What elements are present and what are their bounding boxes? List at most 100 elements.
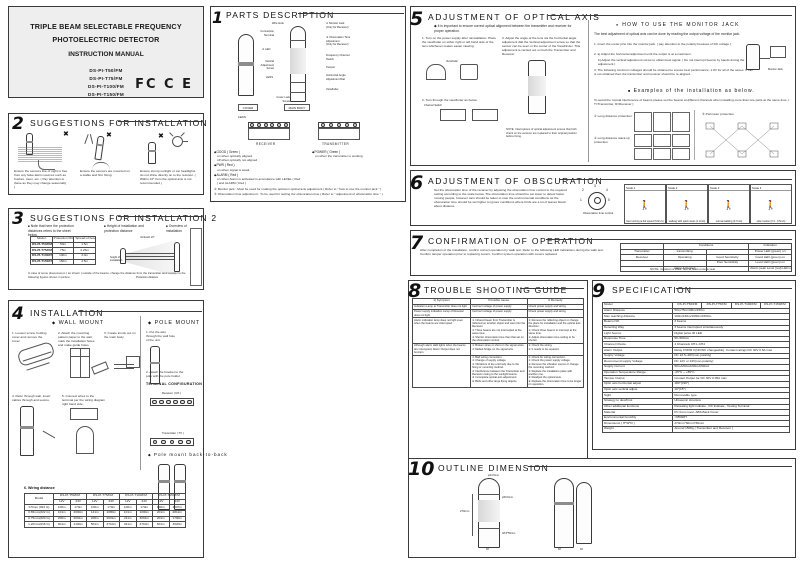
- beam-pair-cell: [634, 112, 652, 132]
- table-cell: Indication Lamp at Transmitter does not …: [411, 303, 472, 310]
- terminal-pin[interactable]: [180, 399, 185, 405]
- led-pin[interactable]: [329, 123, 333, 127]
- callout-cover-lock: Cover Lock Screw: [276, 96, 290, 103]
- parts-footnote-1: ② Monitor jack : Must be used for making…: [214, 187, 382, 192]
- terminal-pin[interactable]: [166, 399, 171, 405]
- wall-mount-figure-2: [64, 344, 110, 392]
- section-2-number: 2: [12, 114, 24, 134]
- parts-footnote-2: ③ Obscuration time adjustment : To be us…: [214, 191, 383, 196]
- terminal-pin[interactable]: [161, 439, 166, 445]
- terminal-pin[interactable]: [178, 439, 183, 445]
- column-header: Model: [24, 492, 54, 506]
- led-pin[interactable]: [276, 123, 281, 127]
- transmitter-terminal-block[interactable]: [150, 438, 194, 446]
- led-pin[interactable]: [345, 123, 349, 127]
- transmitter-led-block[interactable]: [318, 122, 360, 128]
- spec-label: Material: [601, 409, 674, 416]
- led-pin[interactable]: [270, 123, 275, 127]
- optical-axis-note-bottom: NOTE: Interruptions of optical adjustmen…: [506, 128, 577, 139]
- spec-value: 270mm*60mm*60mm: [672, 420, 790, 428]
- model-2: DS-PI-T100/FM: [87, 84, 125, 90]
- table-row: ① Bad wiring connection. ② Change of sup…: [411, 354, 585, 388]
- led-pin[interactable]: [337, 123, 341, 127]
- table-cell: ① Infrared beam from Transmitter is refl…: [470, 317, 528, 344]
- beam-pair-cell: [672, 147, 690, 160]
- terminal-transmitter-label: Transmitter ( TX ): [162, 431, 184, 435]
- table-cell: 150m: [51, 258, 75, 266]
- perimeter-diagram-svg: [705, 122, 779, 158]
- pole-step-2: 2. Attach the bracket to the pole with t…: [146, 370, 184, 379]
- height-label: height of installation: [110, 256, 123, 263]
- scale-description: fast running at full speed (5.0m/s): [626, 219, 664, 223]
- monitor-jack-heading: ● HOW TO USE THE MONITOR JACK: [616, 22, 740, 28]
- table-cell: 1607m: [168, 504, 186, 511]
- receiver-terminal-block[interactable]: [150, 398, 194, 406]
- terminal-pin[interactable]: [173, 399, 178, 405]
- spec-label: Alarm Distance: [601, 307, 674, 315]
- spec-label: Dimensions ( H*W*D ): [601, 420, 674, 428]
- led-pin[interactable]: [321, 123, 325, 127]
- terminal-pin[interactable]: [159, 399, 164, 405]
- table-cell: 0.5mm (#24 G): [24, 504, 54, 511]
- table-row: Operation Temperature Range-25°C ~ +55°C: [601, 369, 790, 377]
- label-leds: LEDS: [238, 115, 246, 119]
- callout-vertical-adjustment: Vertical Adjustment Screw: [260, 60, 274, 70]
- model-0: DS-PI-T50/FM: [89, 68, 123, 74]
- spec-label: Tamper Output: [601, 375, 674, 382]
- suggestion-2-note-right2: ■ Overview of installation: [166, 224, 187, 233]
- led-pin[interactable]: [256, 123, 261, 127]
- led-pin[interactable]: [250, 123, 255, 127]
- table-row: Dimensions ( H*W*D )270mm*60mm*60mm: [601, 420, 790, 428]
- terminal-pin[interactable]: [186, 439, 192, 445]
- obscuration-body: Set the obscuration time of the receiver…: [434, 188, 567, 209]
- receiver-led-block[interactable]: [248, 122, 290, 128]
- column-header: DS-PI-T150/FM: [152, 493, 186, 500]
- terminal-config-title: TERMINAL CONFIGURATION: [146, 382, 203, 386]
- spec-label: Recommend supply Voltage: [601, 358, 674, 366]
- model-1: DS-PI-T75/FM: [89, 76, 123, 82]
- label-main-body-box: MAIN BODY: [284, 104, 310, 111]
- terminal-pin[interactable]: [152, 399, 157, 405]
- optical-axis-step-3: 3. Adjust the angle of the lens via the …: [502, 36, 581, 57]
- led-pin[interactable]: [353, 123, 357, 127]
- obscuration-dial[interactable]: 1 2 3 4 5 Obscuration time control: [576, 184, 620, 222]
- section-9-title: SPECIFICATION: [612, 285, 693, 295]
- terminal-pin[interactable]: [187, 399, 192, 405]
- spec-label: Optic axis horizontal adjust: [601, 380, 674, 388]
- spec-value: Around 1500g ( Transmitter and Receiver …: [672, 426, 790, 433]
- scale-name: Scale 1: [625, 185, 665, 191]
- led-power-note: on when the transmitter is working: [315, 154, 363, 159]
- suggestion-2-side-figure: [190, 228, 202, 286]
- led-pin[interactable]: [263, 123, 268, 127]
- section-5-number: 5: [410, 8, 424, 30]
- dial-number-2: 2: [582, 188, 584, 192]
- section-5-panel: [410, 6, 796, 166]
- terminal-pin[interactable]: [169, 439, 175, 445]
- outline-dim-4: 60: [486, 548, 489, 551]
- terminal-receiver-label: Receiver ( RX ): [162, 391, 182, 395]
- section-1-title: PARTS DESCRIPTION: [226, 10, 335, 20]
- led-legend: ◆GOOD ( Green ) on when optically aligne…: [214, 150, 404, 196]
- table-cell: 1.20mm(#16 G): [24, 521, 54, 528]
- section-8-number: 8: [408, 280, 422, 302]
- led-pin[interactable]: [283, 123, 288, 127]
- pole-step-1: 1. Put the wire through the wall hole of…: [146, 330, 175, 343]
- obscuration-scale-cell: Scale 3🚶normal walking (0.7m/s): [708, 184, 750, 224]
- monitor-jack-intro: The best adjustment of optical axis can …: [594, 32, 741, 36]
- wall-step-2: 2. Attach the mounting pattern paper to …: [58, 331, 96, 348]
- terminal-pin[interactable]: [152, 439, 158, 445]
- led-alarm-note: on when Alarm is activated in accordance…: [217, 177, 301, 186]
